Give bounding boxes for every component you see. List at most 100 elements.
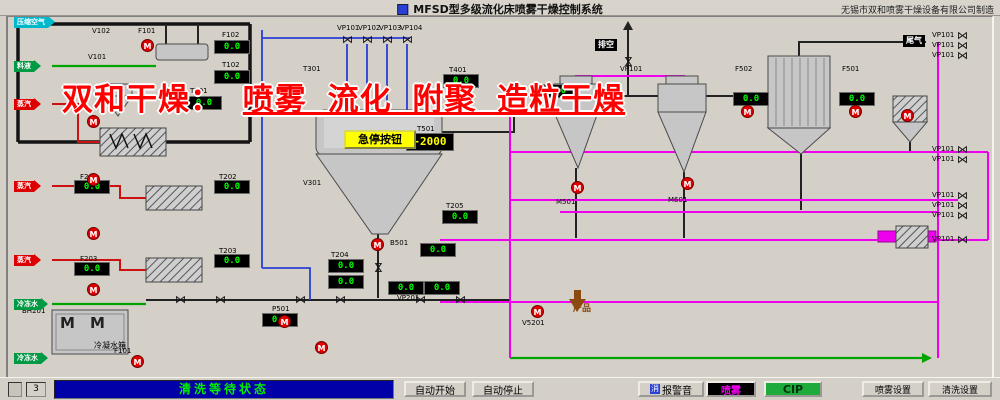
value-display: 0.0 xyxy=(420,243,456,257)
device-label: 产品 xyxy=(573,304,592,314)
valve-icon: ⋈ xyxy=(215,293,226,306)
air-heaters xyxy=(99,95,929,283)
device-label: V102 xyxy=(92,27,111,35)
button-label: 自动开始 xyxy=(415,385,455,397)
feed-arrow-label: 料液 xyxy=(14,60,34,72)
feed-arrow: 压缩空气 xyxy=(14,16,55,28)
device-label: M xyxy=(60,314,75,332)
device-label: VP101 xyxy=(932,41,955,49)
device-label: F101 xyxy=(114,347,132,355)
device-label: 冷凝水箱 xyxy=(94,341,126,350)
fan-motor-icon: M xyxy=(87,227,100,240)
device-label: B501 xyxy=(390,239,409,247)
device-label: T203 xyxy=(219,247,237,255)
feed-arrow-tip xyxy=(34,180,41,192)
fan-motor-icon: M xyxy=(315,341,328,354)
feed-arrow-label: 蒸汽 xyxy=(14,254,34,266)
value-display: 0.0 xyxy=(186,96,222,110)
condensate-tank xyxy=(51,309,129,355)
valve-icon: ⋈ xyxy=(957,39,968,52)
value-display: 0.0 xyxy=(733,92,769,106)
device-label: VP101 xyxy=(337,24,360,32)
pipes-blue xyxy=(261,30,410,300)
device-label: M601 xyxy=(668,196,688,204)
device-label: VP101 xyxy=(932,155,955,163)
clean-settings-button[interactable]: 清洗设置 xyxy=(928,381,992,397)
device-label: T501 xyxy=(417,125,435,133)
device-label: VP201 xyxy=(397,294,420,302)
valve-icon: ⋈ xyxy=(957,189,968,202)
feed-arrow-label: 蒸汽 xyxy=(14,98,34,110)
device-label: BH201 xyxy=(22,307,46,315)
valve-icon: ⋈ xyxy=(957,29,968,42)
device-label: V301 xyxy=(303,179,322,187)
device-label: T301 xyxy=(303,65,321,73)
product-outlet-arrow-icon xyxy=(569,290,586,312)
device-label: VP101 xyxy=(932,145,955,153)
manufacturer-label: 无锡市双和喷雾干燥设备有限公司制造 xyxy=(840,6,994,16)
device-label: V101 xyxy=(88,53,107,61)
status-counter: 3 xyxy=(26,382,46,397)
value-display: 0.0 xyxy=(214,70,250,84)
valve-icon: ⋈ xyxy=(335,293,346,306)
button-label: 喷雾设置 xyxy=(874,385,911,396)
value-display: 0.0 xyxy=(424,281,460,295)
valve-icon: ⋈ xyxy=(415,293,426,306)
pipe-tag: 排空 xyxy=(595,39,617,51)
valve-icon: ⋈ xyxy=(402,33,413,46)
feed-tank xyxy=(155,43,209,61)
feed-arrow-label: 蒸汽 xyxy=(14,180,34,192)
valve-icon: ⋈ xyxy=(455,293,466,306)
feed-arrow-label: 冷冻水 xyxy=(14,298,41,310)
fan-motor-icon: M xyxy=(141,39,154,52)
feed-arrow: 蒸汽 xyxy=(14,180,41,192)
button-label: 自动停止 xyxy=(483,385,523,397)
device-label: T201 xyxy=(190,87,208,95)
valve-icon: ⋈ xyxy=(957,153,968,166)
emergency-stop-button[interactable]: 急停按钮 xyxy=(344,130,416,149)
fan-motor-icon: M xyxy=(131,355,144,368)
device-label: VP101 xyxy=(932,191,955,199)
feed-arrow-tip xyxy=(34,254,41,266)
value-display: 0.0 xyxy=(839,92,875,106)
title-bar: MFSD型多级流化床喷雾干燥控制系统 无锡市双和喷雾干燥设备有限公司制造 xyxy=(0,0,1000,16)
device-label: VP101 xyxy=(932,235,955,243)
device-label: V5201 xyxy=(522,319,545,327)
device-label: F501 xyxy=(842,65,860,73)
value-display: 0.0 xyxy=(328,275,364,289)
auto-stop-button[interactable]: 自动停止 xyxy=(472,381,534,397)
value-display: 0.0 xyxy=(388,281,424,295)
spray-settings-button[interactable]: 喷雾设置 xyxy=(862,381,924,397)
value-display: 0.0 xyxy=(214,40,250,54)
device-label: F102 xyxy=(222,31,240,39)
spray-button[interactable]: 喷雾 xyxy=(706,381,756,397)
valve-icon: ⋈ xyxy=(622,56,635,67)
button-label: 报警音 xyxy=(662,385,692,397)
device-label: F101 xyxy=(138,27,156,35)
pipes-cip-magenta xyxy=(440,42,989,358)
feed-arrow: 冷冻水 xyxy=(14,298,48,310)
alarm-mute-button[interactable]: 消报警音 xyxy=(638,381,704,397)
fan-motor-icon: M xyxy=(87,115,100,128)
device-label: M xyxy=(90,314,105,332)
valve-icon: ⋈ xyxy=(295,293,306,306)
page-title: MFSD型多级流化床喷雾干燥控制系统 xyxy=(413,3,603,16)
valve-icon: ⋈ xyxy=(957,209,968,222)
device-label: F203 xyxy=(80,255,98,263)
device-label: T102 xyxy=(222,61,240,69)
device-label: T401 xyxy=(449,66,467,74)
cip-button[interactable]: CIP xyxy=(764,381,822,397)
fan-motor-icon: M xyxy=(901,109,914,122)
feed-arrow-label: 冷冻水 xyxy=(14,352,41,364)
value-display: 0.0 xyxy=(214,180,250,194)
feed-arrow-tip xyxy=(34,98,41,110)
valve-icon: ⋈ xyxy=(957,143,968,156)
device-label: F502 xyxy=(735,65,753,73)
auto-start-button[interactable]: 自动开始 xyxy=(404,381,466,397)
device-label: VP101 xyxy=(932,211,955,219)
fan-motor-icon: M xyxy=(741,105,754,118)
pipes-main-black xyxy=(16,22,252,144)
feed-arrow: 冷冻水 xyxy=(14,352,48,364)
fan-motor-icon: M xyxy=(681,177,694,190)
